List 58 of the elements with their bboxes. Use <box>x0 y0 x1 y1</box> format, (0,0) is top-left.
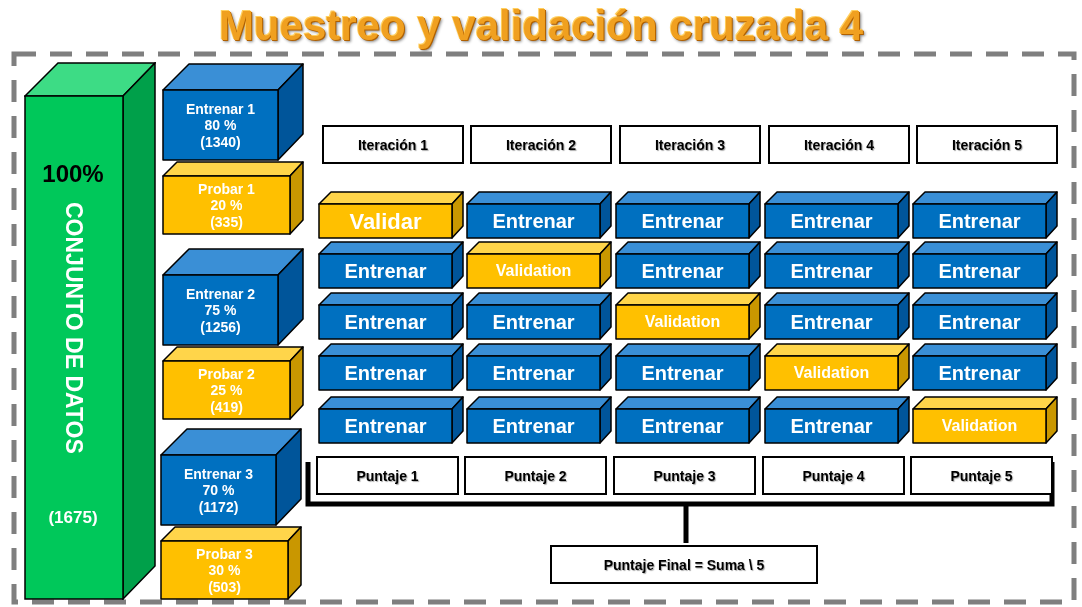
title: Muestreo y validación cruzada 4 <box>217 2 865 50</box>
score-box: Puntaje 5 <box>910 456 1053 495</box>
vertical-label: CONJUNTO DE DATOS <box>60 202 87 454</box>
block-label: Entrenar <box>938 362 1021 385</box>
iteration-header: Iteración 3 <box>619 125 761 164</box>
block-label: Entrenar <box>641 210 724 233</box>
score-box: Puntaje 2 <box>464 456 607 495</box>
block-label: 20 % <box>210 197 243 214</box>
block-label: Validation <box>793 364 870 383</box>
block-label: Entrenar <box>790 260 873 283</box>
iteration-header: Iteración 4 <box>768 125 910 164</box>
block-label: (1256) <box>200 318 241 335</box>
block-label: Entrenar <box>344 260 427 283</box>
block-label: Entrenar <box>790 415 873 438</box>
block-label: (419) <box>210 398 243 415</box>
block-label: Entrenar <box>492 362 575 385</box>
block-label: Entrenar <box>492 415 575 438</box>
block-label: Entrenar <box>790 311 873 334</box>
block-label: Entrenar 2 <box>185 286 256 303</box>
block-label: Entrenar <box>492 311 575 334</box>
block-label: Probar 3 <box>196 546 253 563</box>
iteration-header: Iteración 1 <box>322 125 464 164</box>
block-label: Probar 2 <box>198 366 255 383</box>
percent-label: 100% <box>41 160 105 188</box>
block-label: 75 % <box>204 302 237 319</box>
iteration-header: Iteración 5 <box>916 125 1058 164</box>
block-label: Entrenar <box>492 210 575 233</box>
block-label: Entrenar <box>938 260 1021 283</box>
block-label: Validation <box>644 313 721 332</box>
block-label: Entrenar <box>641 260 724 283</box>
block-label: (1340) <box>200 133 241 150</box>
block-label: (335) <box>210 213 243 230</box>
iteration-header: Iteración 2 <box>470 125 612 164</box>
block-label: Entrenar <box>938 210 1021 233</box>
block-label: (1172) <box>198 498 239 515</box>
score-box: Puntaje 3 <box>613 456 756 495</box>
score-box: Puntaje 4 <box>762 456 905 495</box>
block-label: Entrenar <box>641 362 724 385</box>
block-label: Entrenar <box>790 210 873 233</box>
score-box: Puntaje 1 <box>316 456 459 495</box>
block-label: Validar <box>349 208 422 235</box>
block-label: Entrenar <box>344 311 427 334</box>
block-label: Entrenar <box>344 362 427 385</box>
block-label: Entrenar 3 <box>183 466 254 483</box>
block-label: Probar 1 <box>198 181 255 198</box>
block-label: Entrenar <box>938 311 1021 334</box>
block-label: 80 % <box>204 117 237 134</box>
block-label: 30 % <box>208 562 241 579</box>
count-label: (1675) <box>47 508 99 528</box>
block-label: Entrenar 1 <box>185 101 256 118</box>
block-label: 70 % <box>202 482 235 499</box>
block-label: Validation <box>941 417 1018 436</box>
block-label: Validation <box>495 262 572 281</box>
block-label: Entrenar <box>641 415 724 438</box>
block-label: (503) <box>208 578 241 595</box>
final-score-box: Puntaje Final = Suma \ 5 <box>550 545 818 584</box>
block-label: 25 % <box>210 382 243 399</box>
block-label: Entrenar <box>344 415 427 438</box>
